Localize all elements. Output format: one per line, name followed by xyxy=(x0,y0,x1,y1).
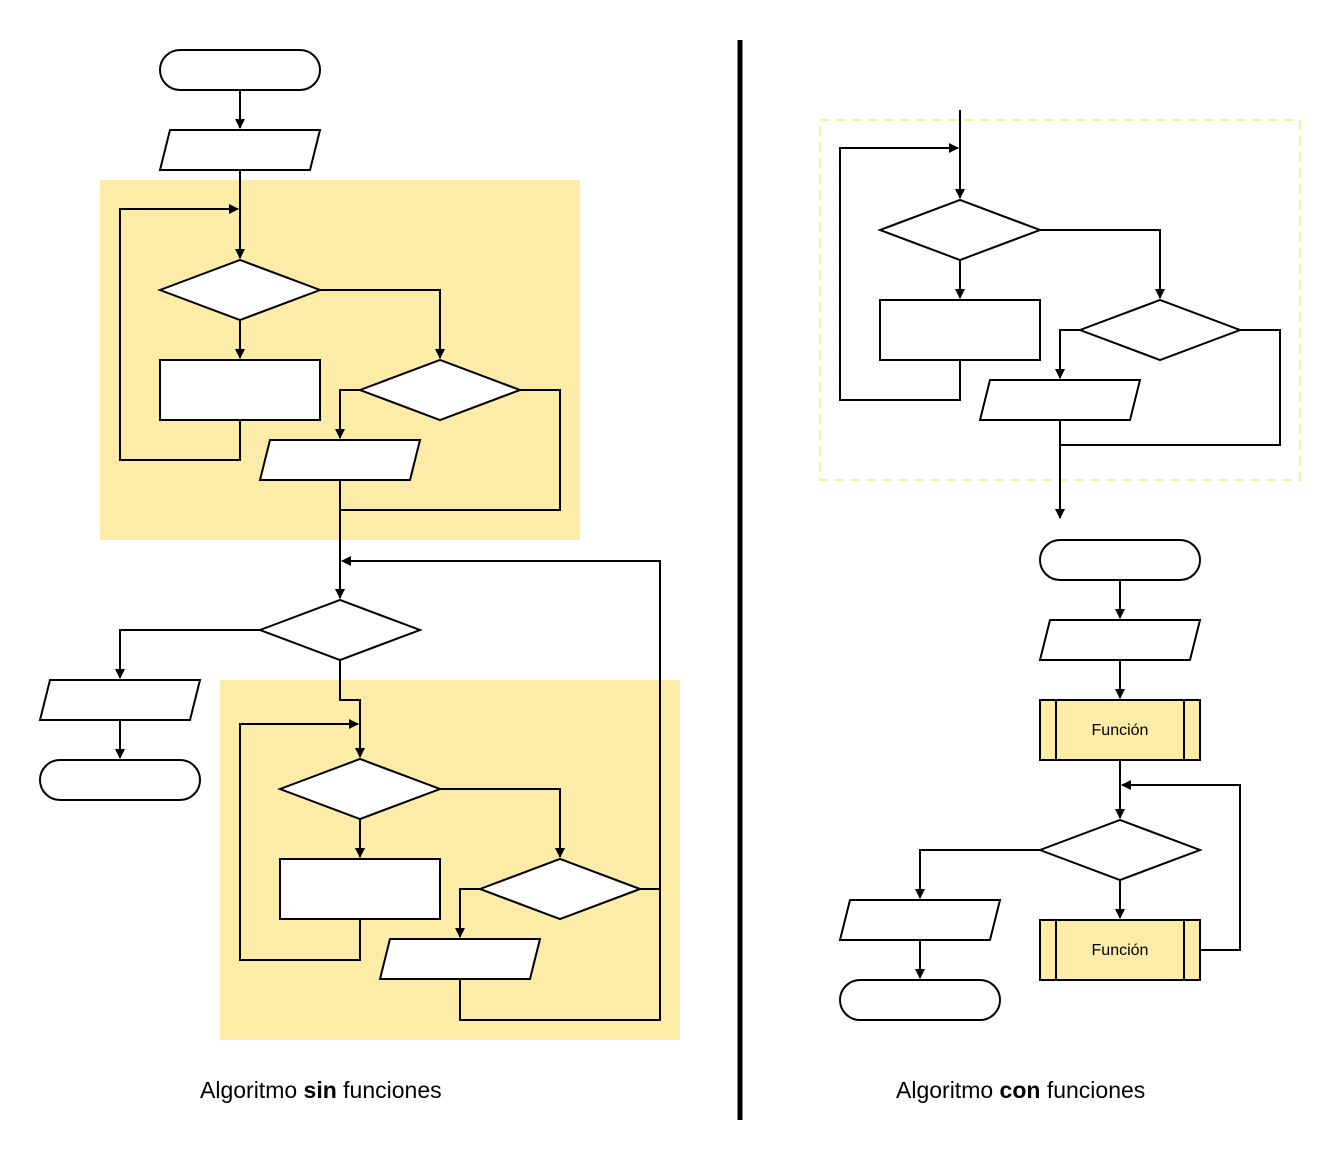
edge-decision-exit xyxy=(115,629,260,679)
edge-decision-right xyxy=(320,289,445,359)
output-parallelogram xyxy=(838,899,1002,941)
edge-outer-loop xyxy=(341,556,661,1021)
edge-loop-back xyxy=(839,143,961,401)
left-caption: Algoritmo sin funciones xyxy=(200,1077,442,1103)
process-box xyxy=(159,359,321,421)
decision-diamond xyxy=(877,198,1043,262)
edge-loop-back xyxy=(239,719,361,961)
edge-decision-output xyxy=(1055,329,1080,379)
edge-decision-bypass xyxy=(340,389,561,511)
end-terminal xyxy=(39,759,201,801)
start-terminal xyxy=(159,49,321,91)
edge-loop-back xyxy=(119,204,241,461)
right-caption: Algoritmo con funciones xyxy=(896,1077,1146,1103)
edge-decision-right xyxy=(440,788,565,858)
input-parallelogram xyxy=(1038,619,1202,661)
start-terminal xyxy=(1039,539,1201,581)
function-label: Función xyxy=(1092,722,1149,739)
process-box xyxy=(879,299,1041,361)
output-parallelogram xyxy=(978,379,1142,421)
end-terminal xyxy=(839,979,1001,1021)
process-box xyxy=(279,858,441,920)
edge-decision-exit xyxy=(915,849,1040,899)
decision-diamond xyxy=(1077,298,1243,362)
edge-decision-inner xyxy=(339,660,365,758)
function-block: Función xyxy=(1039,919,1201,981)
edge-function-loop xyxy=(1121,780,1241,951)
decision-diamond xyxy=(1037,818,1203,882)
decision-diamond xyxy=(257,598,423,662)
function-block: Función xyxy=(1039,699,1201,761)
output-parallelogram xyxy=(258,439,422,481)
left-flowchart xyxy=(38,49,661,1021)
edge-decision-output xyxy=(455,888,480,938)
edge-decision-output xyxy=(335,389,360,439)
right-flowchart: Función Función xyxy=(838,110,1281,1021)
output-parallelogram xyxy=(378,938,542,980)
edge-decision-right xyxy=(1040,229,1165,299)
edge-decision-bypass xyxy=(1060,329,1281,446)
output-parallelogram xyxy=(38,679,202,721)
function-label: Función xyxy=(1092,942,1149,959)
input-parallelogram xyxy=(158,129,322,171)
